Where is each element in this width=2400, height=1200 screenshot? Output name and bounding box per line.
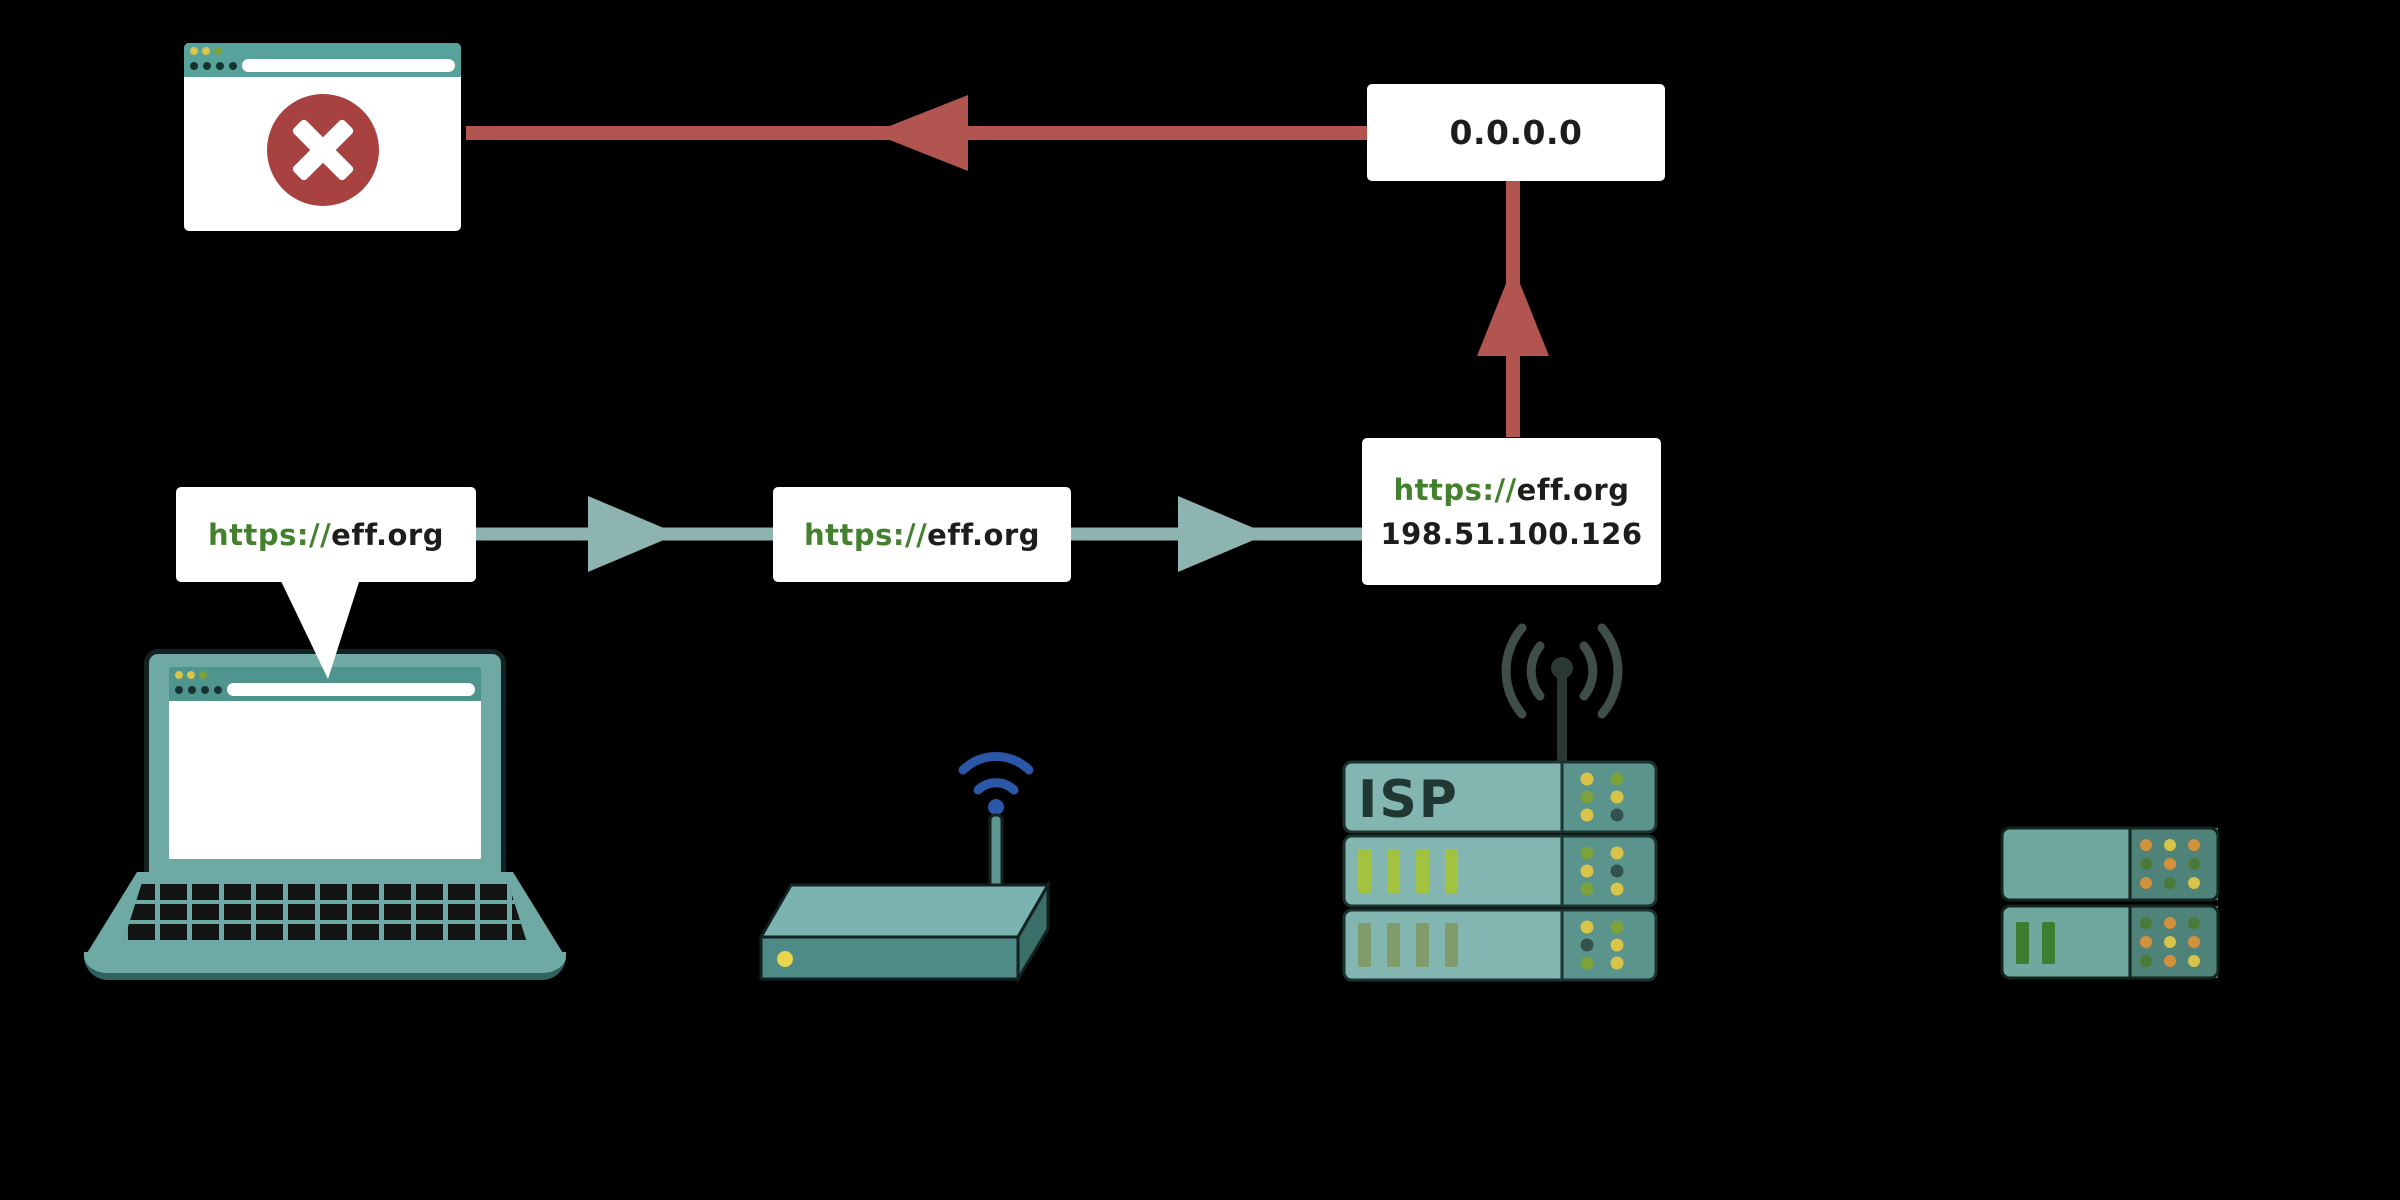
home-icon: [214, 685, 222, 694]
led-dots: [1580, 772, 1624, 822]
wifi-dot-icon: [988, 799, 1004, 815]
led-dots: [1580, 920, 1624, 970]
isp-label: ISP: [1358, 770, 1459, 830]
router-request-box: https://eff.org: [773, 487, 1071, 582]
server-unit: [1342, 908, 1658, 982]
browser-request-bubble: https://eff.org: [176, 487, 476, 679]
status-bars: [2016, 922, 2055, 964]
blocked-browser-window: [184, 43, 461, 231]
laptop-keyboard: [84, 872, 566, 958]
dns-answer-url: https://eff.org: [1394, 468, 1630, 512]
wifi-icon: [958, 752, 1034, 795]
router-front-face: [759, 935, 1020, 981]
window-dot-icon: [199, 671, 207, 679]
laptop-screen: [144, 649, 506, 875]
request-arrow-laptop-to-router: [476, 496, 773, 572]
laptop-browser-window: [169, 667, 481, 859]
url-host: eff.org: [1516, 472, 1630, 507]
browser-nav: [175, 683, 475, 696]
forward-icon: [203, 61, 211, 70]
forward-icon: [188, 685, 196, 694]
led-dots: [2140, 917, 2200, 967]
website-server-illustration: [2000, 826, 2220, 980]
reload-icon: [216, 61, 224, 70]
window-dot-icon: [214, 47, 222, 55]
router-side-face: [1016, 879, 1050, 985]
status-bars: [1358, 923, 1458, 967]
url-host: eff.org: [331, 517, 444, 552]
home-icon: [229, 61, 237, 70]
server-unit: [1342, 834, 1658, 908]
signal-waves-icon: [1501, 623, 1623, 719]
url-host: eff.org: [927, 517, 1040, 552]
led-dots: [2140, 839, 2200, 889]
laptop-illustration: [84, 643, 566, 980]
window-dot-icon: [187, 671, 195, 679]
router-top-face: [758, 883, 1051, 939]
back-icon: [190, 61, 198, 70]
window-controls: [175, 671, 475, 679]
blocked-ip-text: 0.0.0.0: [1449, 113, 1583, 152]
browser-page: [169, 701, 481, 859]
router-led-icon: [777, 951, 793, 967]
browser-chrome: [169, 667, 481, 701]
server-unit: [2000, 904, 2220, 980]
resolved-ip-text: 198.51.100.126: [1380, 516, 1643, 551]
window-dot-icon: [190, 47, 198, 55]
url-scheme: https://: [804, 517, 928, 552]
server-unit: ISP: [1342, 760, 1658, 834]
reload-icon: [201, 685, 209, 694]
browser-chrome: [184, 43, 461, 77]
router-illustration: [758, 752, 1051, 985]
request-arrow-router-to-isp: [1071, 496, 1362, 572]
window-dot-icon: [175, 671, 183, 679]
antenna-tip-icon: [1551, 657, 1573, 679]
led-dots: [1580, 846, 1624, 896]
antenna-pole: [1557, 668, 1567, 766]
window-dot-icon: [202, 47, 210, 55]
url-scheme: https://: [1393, 472, 1517, 507]
blocked-ip-box: 0.0.0.0: [1367, 84, 1665, 181]
server-unit: [2000, 826, 2220, 902]
window-controls: [190, 47, 455, 55]
address-bar: [242, 59, 455, 72]
blocked-response-arrow-to-browser: [466, 95, 1367, 171]
dns-answer-box: https://eff.org 198.51.100.126: [1362, 438, 1661, 585]
blocked-response-arrow-up: [1477, 181, 1549, 437]
address-bar: [227, 683, 475, 696]
status-bars: [1358, 849, 1458, 893]
keyboard-keys: [122, 880, 528, 944]
browser-nav: [190, 59, 455, 72]
back-icon: [175, 685, 183, 694]
url-scheme: https://: [208, 517, 332, 552]
isp-server-illustration: ISP: [1342, 623, 1658, 982]
error-x-icon: [266, 94, 379, 206]
browser-page: [184, 77, 461, 223]
laptop-base: [84, 952, 566, 980]
